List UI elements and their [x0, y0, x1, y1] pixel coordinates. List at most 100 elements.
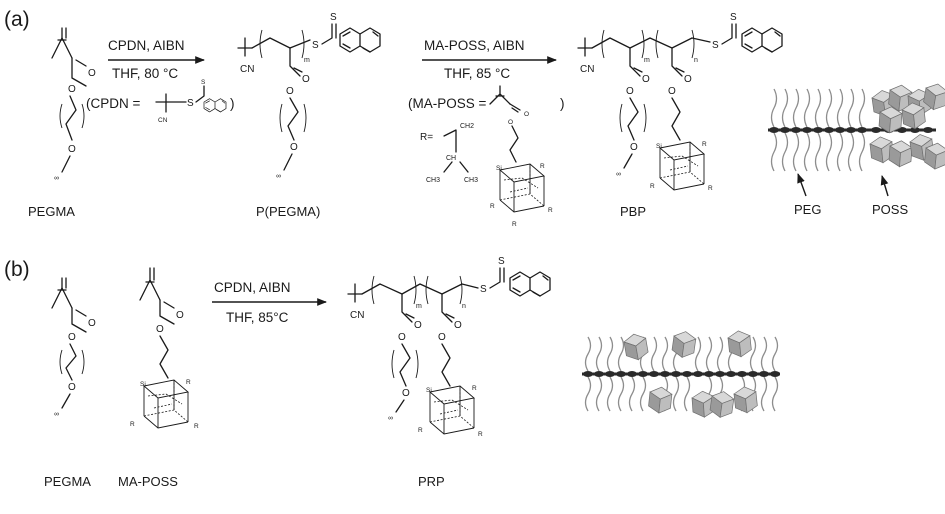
prp-structure: CN m n S S O O O ∞ O O Si R R R	[347, 256, 551, 438]
maposs-b-r1: R	[186, 379, 191, 386]
pegma-b-ether-o: O	[68, 382, 76, 393]
prp-cn: CN	[350, 310, 364, 321]
step1-conditions: THF, 80 °C	[112, 66, 178, 81]
pbp-s: S	[712, 40, 719, 51]
peg-chain	[836, 132, 844, 172]
backbone-unit	[824, 127, 834, 133]
maposs-b-eo: O	[156, 324, 164, 335]
peg-chain	[639, 376, 647, 412]
name-prp: PRP	[418, 474, 445, 489]
reaction-arrow-1: CPDN, AIBN THF, 80 °C	[108, 38, 205, 81]
maposs-eo: O	[508, 119, 513, 126]
pbp-poss-co: O	[684, 74, 692, 85]
backbone-unit	[813, 127, 823, 133]
backbone-unit	[737, 371, 747, 377]
peg-chain	[825, 132, 833, 172]
cpdn-s: S	[187, 98, 194, 109]
pbp-structure: CN m n S S O O O ∞ O O Si R R R	[577, 12, 783, 192]
panel-label-b: (b)	[4, 258, 30, 281]
peg-chain	[683, 376, 691, 412]
pbp-thione: S	[730, 12, 737, 23]
r-ch2: CH2	[460, 123, 474, 130]
peg-chain	[749, 336, 757, 372]
backbone-unit	[649, 371, 659, 377]
poss-label: POSS	[872, 202, 908, 217]
peg-chain	[770, 88, 778, 128]
pbp-schematic: PEG POSS	[768, 81, 945, 217]
peg-chain	[803, 88, 811, 128]
name-pegma-b: PEGMA	[44, 474, 91, 489]
peg-chain	[781, 132, 789, 172]
b-reagents: CPDN, AIBN	[214, 280, 291, 295]
pbp-n: n	[694, 57, 698, 64]
pbp-peg-ether-o: O	[630, 142, 638, 153]
maposs-si: Si	[496, 165, 502, 172]
carbonyl-oxygen: O	[88, 68, 96, 79]
peg-chain	[672, 376, 680, 412]
pegma-structure-b: O O O ∞	[51, 277, 96, 418]
ppegma-eo: O	[286, 86, 294, 97]
pegma-b-eo: O	[68, 332, 76, 343]
poss-cube	[647, 385, 673, 415]
backbone-unit	[638, 371, 648, 377]
backbone-unit	[769, 127, 779, 133]
backbone-unit	[802, 127, 812, 133]
maposs-r3: R	[548, 207, 553, 214]
poss-cube	[622, 331, 650, 363]
ppegma-cn: CN	[240, 64, 254, 75]
peg-chain	[858, 132, 866, 172]
pbp-r1: R	[702, 141, 707, 148]
ppegma-structure: CN m S S O O O ∞	[237, 12, 381, 180]
maposs-co: O	[524, 111, 529, 118]
peg-chain	[781, 88, 789, 128]
prp-schematic	[582, 329, 780, 420]
prp-r1: R	[472, 385, 477, 392]
prp-thione: S	[498, 256, 505, 267]
maposs-b-co: O	[176, 310, 184, 321]
pegma-b-x: ∞	[54, 411, 59, 418]
pegma-structure-a: O O O ∞	[51, 27, 96, 182]
backbone-unit	[780, 127, 790, 133]
pbp-peg-eo: O	[626, 86, 634, 97]
peg-chain	[694, 336, 702, 372]
prp-peg-co: O	[414, 320, 422, 331]
poss-pointer	[880, 175, 889, 197]
b-conditions: THF, 85°C	[226, 310, 289, 325]
prp-peg-ether-o: O	[402, 388, 410, 399]
peg-chain	[661, 336, 669, 372]
cpdn-def-close: )	[230, 96, 235, 111]
cpdn-thione: S	[201, 79, 206, 86]
peg-chain	[792, 132, 800, 172]
backbone-unit	[791, 127, 801, 133]
peg-chain	[814, 88, 822, 128]
prp-s: S	[480, 284, 487, 295]
ppegma-thione: S	[330, 12, 337, 23]
ppegma-ether-o: O	[290, 142, 298, 153]
prp-n: n	[462, 303, 466, 310]
prp-poss-co: O	[454, 320, 462, 331]
backbone-unit	[605, 371, 615, 377]
name-ppegma: P(PEGMA)	[256, 204, 320, 219]
pbp-si: Si	[656, 143, 662, 150]
maposs-r2: R	[490, 203, 495, 210]
ppegma-co: O	[302, 74, 310, 85]
backbone-unit	[693, 371, 703, 377]
prp-poss-eo: O	[438, 332, 446, 343]
ester-oxygen: O	[68, 84, 76, 95]
backbone-unit	[857, 127, 867, 133]
backbone-unit	[682, 371, 692, 377]
pbp-cn: CN	[580, 64, 594, 75]
maposs-definition: (MA-POSS = ) O O R= CH2 CH CH3 CH3 Si R …	[408, 85, 565, 228]
backbone-unit	[583, 371, 593, 377]
peg-chain	[595, 336, 603, 372]
pbp-m: m	[644, 57, 650, 64]
ppegma-s: S	[312, 40, 319, 51]
peg-chain	[716, 336, 724, 372]
reaction-arrow-b: CPDN, AIBN THF, 85°C	[212, 280, 327, 325]
backbone-unit	[726, 371, 736, 377]
repeat-x: ∞	[54, 175, 59, 182]
maposs-def-close: )	[560, 96, 565, 111]
ether-oxygen: O	[68, 144, 76, 155]
prp-m: m	[416, 303, 422, 310]
peg-chain	[792, 88, 800, 128]
